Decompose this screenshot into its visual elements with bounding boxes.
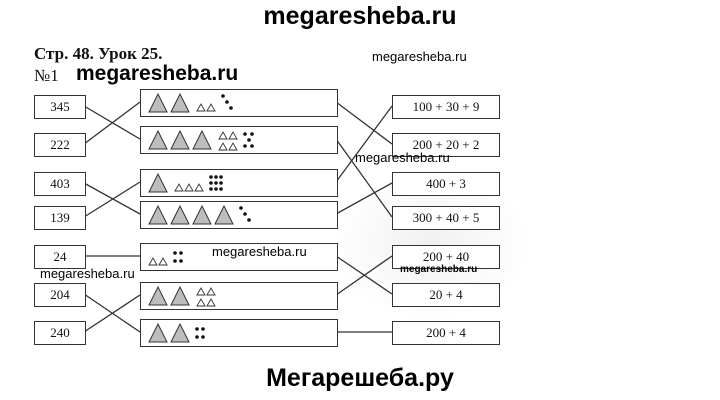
big-triangle-icon xyxy=(192,129,212,150)
big-triangle-icon xyxy=(170,92,190,113)
line-pic4 xyxy=(335,182,393,215)
site-title[interactable]: megaresheba.ru xyxy=(263,2,457,30)
dot-icon xyxy=(209,187,213,191)
picture-box xyxy=(140,282,338,310)
task-number: №1 xyxy=(34,66,59,85)
number-box: 345 xyxy=(34,95,86,119)
line-222 xyxy=(83,101,141,145)
small-triangle-icon xyxy=(196,298,206,307)
picture-box xyxy=(140,243,338,271)
sum-box: 200 + 4 xyxy=(392,321,500,345)
watermark-middle-right: megaresheba.ru xyxy=(355,150,450,165)
big-triangle-icon xyxy=(148,204,168,225)
dot-icon xyxy=(219,187,223,191)
picture-box xyxy=(140,126,338,154)
small-triangle-icon xyxy=(184,183,194,192)
small-triangle-icon xyxy=(148,257,158,266)
line-403 xyxy=(83,182,141,215)
dot-icon xyxy=(179,259,183,263)
dot-icon xyxy=(243,144,247,148)
big-triangle-icon xyxy=(148,285,168,306)
dot-icon xyxy=(214,181,218,185)
small-triangle-icon xyxy=(206,103,216,112)
dot-icon xyxy=(201,327,205,331)
number-box: 204 xyxy=(34,283,86,307)
sum-box: 300 + 40 + 5 xyxy=(392,206,500,230)
big-triangle-icon xyxy=(170,285,190,306)
number-box: 24 xyxy=(34,245,86,269)
watermark-right-small: megaresheba.ru xyxy=(400,264,478,275)
big-triangle-icon xyxy=(148,92,168,113)
dot-icon xyxy=(201,335,205,339)
sum-box: 200 + 20 + 2 xyxy=(392,133,500,157)
line-240 xyxy=(83,294,141,333)
dot-icon xyxy=(250,144,254,148)
dot-icon xyxy=(243,212,247,216)
sum-box: 200 + 40 xyxy=(392,245,500,269)
line-pic6 xyxy=(335,255,393,296)
dot-icon xyxy=(221,94,225,98)
big-triangle-icon xyxy=(170,204,190,225)
line-pic3 xyxy=(335,105,393,183)
dot-icon xyxy=(195,335,199,339)
dot-icon xyxy=(195,327,199,331)
dot-icon xyxy=(214,175,218,179)
dot-icon xyxy=(247,138,251,142)
page-lesson-heading: Стр. 48. Урок 25. xyxy=(34,44,163,63)
picture-box xyxy=(140,169,338,197)
small-triangle-icon xyxy=(206,298,216,307)
picture-box xyxy=(140,319,338,347)
big-triangle-icon xyxy=(192,204,212,225)
watermark-top-right: megaresheba.ru xyxy=(372,49,467,64)
dot-icon xyxy=(173,259,177,263)
watermark-left: megaresheba.ru xyxy=(40,266,135,281)
small-triangle-icon xyxy=(218,131,228,140)
dot-icon xyxy=(209,175,213,179)
dot-icon xyxy=(209,181,213,185)
number-box: 222 xyxy=(34,133,86,157)
small-triangle-icon xyxy=(228,142,238,151)
big-triangle-icon xyxy=(170,322,190,343)
small-triangle-icon xyxy=(218,142,228,151)
sum-box: 400 + 3 xyxy=(392,172,500,196)
big-triangle-icon xyxy=(148,322,168,343)
dot-icon xyxy=(250,132,254,136)
watermark-center: megaresheba.ru xyxy=(212,244,307,259)
small-triangle-icon xyxy=(196,287,206,296)
site-footer[interactable]: Мегарешеба.ру xyxy=(266,364,454,392)
line-139 xyxy=(83,181,141,218)
number-box: 240 xyxy=(34,321,86,345)
dot-icon xyxy=(214,187,218,191)
small-triangle-icon xyxy=(158,257,168,266)
sum-box: 20 + 4 xyxy=(392,283,500,307)
sum-box: 100 + 30 + 9 xyxy=(392,95,500,119)
big-triangle-icon xyxy=(214,204,234,225)
small-triangle-icon xyxy=(174,183,184,192)
picture-box xyxy=(140,89,338,117)
line-pic2 xyxy=(335,138,393,218)
dot-icon xyxy=(219,175,223,179)
small-triangle-icon xyxy=(194,183,204,192)
line-pic1 xyxy=(335,101,393,145)
small-triangle-icon xyxy=(206,287,216,296)
big-triangle-icon xyxy=(148,129,168,150)
dot-icon xyxy=(243,132,247,136)
small-triangle-icon xyxy=(196,103,206,112)
watermark-heading: megaresheba.ru xyxy=(76,62,239,85)
number-box: 139 xyxy=(34,206,86,230)
dot-icon xyxy=(225,100,229,104)
dot-icon xyxy=(247,218,251,222)
number-box: 403 xyxy=(34,172,86,196)
small-triangle-icon xyxy=(228,131,238,140)
dot-icon xyxy=(219,181,223,185)
dot-icon xyxy=(239,206,243,210)
dot-icon xyxy=(173,251,177,255)
dot-icon xyxy=(229,106,233,110)
picture-box xyxy=(140,201,338,229)
big-triangle-icon xyxy=(170,129,190,150)
big-triangle-icon xyxy=(148,172,168,193)
dot-icon xyxy=(179,251,183,255)
